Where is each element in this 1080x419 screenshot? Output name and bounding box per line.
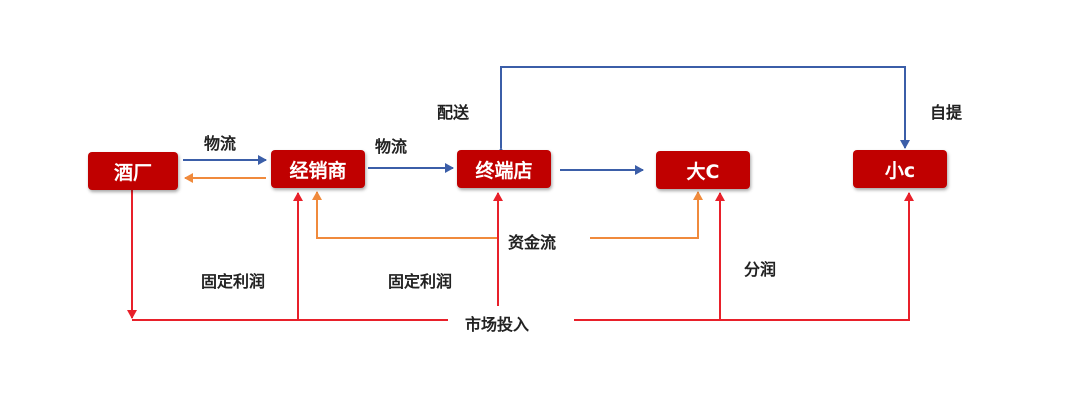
node-terminal-store: 终端店 [457, 150, 551, 188]
node-winery: 酒厂 [88, 152, 178, 190]
node-big-c: 大C [656, 151, 750, 189]
label-self-pickup: 自提 [930, 103, 963, 122]
capital-flow-right [590, 191, 703, 239]
node-small-c: 小c [853, 150, 947, 188]
arrow-small-c-to-terminal-loop [496, 66, 910, 156]
node-distributor: 经销商 [271, 150, 365, 188]
label-profit-share: 分润 [744, 260, 777, 279]
capital-flow-left [312, 191, 498, 239]
label-delivery: 配送 [437, 103, 470, 122]
label-logistics-1: 物流 [204, 134, 237, 153]
label-capital-flow: 资金流 [508, 233, 557, 252]
label-market-investment: 市场投入 [465, 315, 530, 334]
label-fixed-profit-2: 固定利润 [388, 272, 453, 291]
label-fixed-profit-1: 固定利润 [201, 272, 266, 291]
red-bottom-right [574, 192, 914, 321]
label-logistics-2: 物流 [375, 137, 408, 156]
